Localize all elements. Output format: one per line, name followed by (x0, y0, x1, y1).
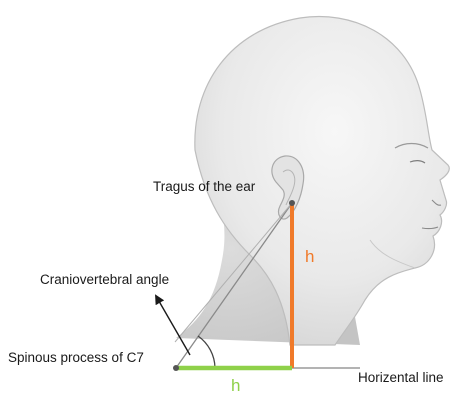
c7-label: Spinous process of C7 (8, 350, 144, 365)
angle-pointer-arrow (156, 296, 190, 355)
craniovertebral-angle-label: Craniovertebral angle (40, 272, 169, 287)
tragus-point (289, 200, 295, 206)
vertical-h-label: h (305, 247, 314, 266)
c7-point (173, 365, 179, 371)
horizontal-line-label: Horizental line (358, 370, 444, 385)
angle-arc (198, 336, 215, 368)
horizontal-h-label: h (231, 376, 240, 394)
tragus-label: Tragus of the ear (153, 179, 256, 194)
